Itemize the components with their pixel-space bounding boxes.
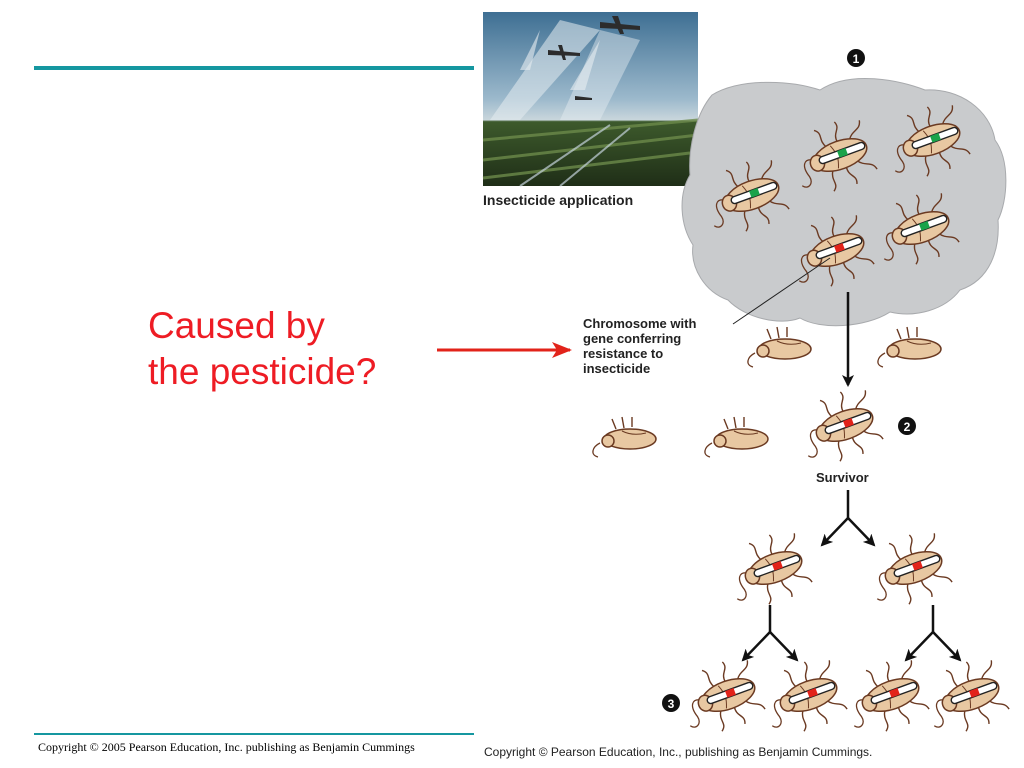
slide-footer: Copyright © 2005 Pearson Education, Inc.… (38, 740, 415, 754)
photo-caption: Insecticide application (483, 192, 634, 208)
svg-text:2: 2 (904, 420, 911, 434)
dead-beetle-3 (592, 416, 657, 458)
question-line-2: the pesticide? (148, 351, 377, 392)
step-badge-3: 3 (662, 694, 680, 712)
arrow-split-generation-1 (820, 490, 876, 547)
dead-beetle-1 (747, 326, 812, 368)
chromosome-label: Chromosome with gene conferring resistan… (583, 316, 696, 376)
figure-credit: Copyright © Pearson Education, Inc., pub… (484, 745, 873, 759)
survivor-label: Survivor (816, 470, 869, 485)
arrow-split-generation-2-left (741, 605, 799, 662)
svg-text:3: 3 (668, 697, 675, 711)
beetle-generation-3-1 (672, 652, 769, 743)
beetle-offspring-2 (859, 525, 956, 616)
chromosome-label-line-3: resistance to (583, 346, 664, 361)
dead-beetle-4 (704, 416, 769, 458)
step-badge-2: 2 (898, 417, 916, 435)
dead-beetle-2 (877, 326, 942, 368)
question-line-1: Caused by (148, 305, 325, 346)
arrow-split-generation-2-right (904, 605, 962, 662)
chromosome-label-line-1: Chromosome with (583, 316, 697, 331)
chromosome-label-line-2: gene conferring (583, 331, 682, 346)
footer-rule (34, 733, 474, 735)
beetle-offspring-1 (719, 525, 816, 616)
beetle-survivor (790, 382, 887, 473)
step-badge-1: 1 (847, 49, 865, 67)
beetle-generation-3-2 (754, 652, 851, 743)
svg-text:1: 1 (853, 52, 860, 66)
beetle-generation-3-4 (916, 652, 1013, 743)
chromosome-label-line-4: insecticide (583, 361, 651, 376)
insecticide-photo (482, 12, 699, 187)
chromosome-leader-line (732, 257, 831, 325)
question-text: Caused by the pesticide? (148, 303, 376, 395)
title-rule (34, 66, 474, 70)
beetle-generation-3-3 (836, 652, 933, 743)
